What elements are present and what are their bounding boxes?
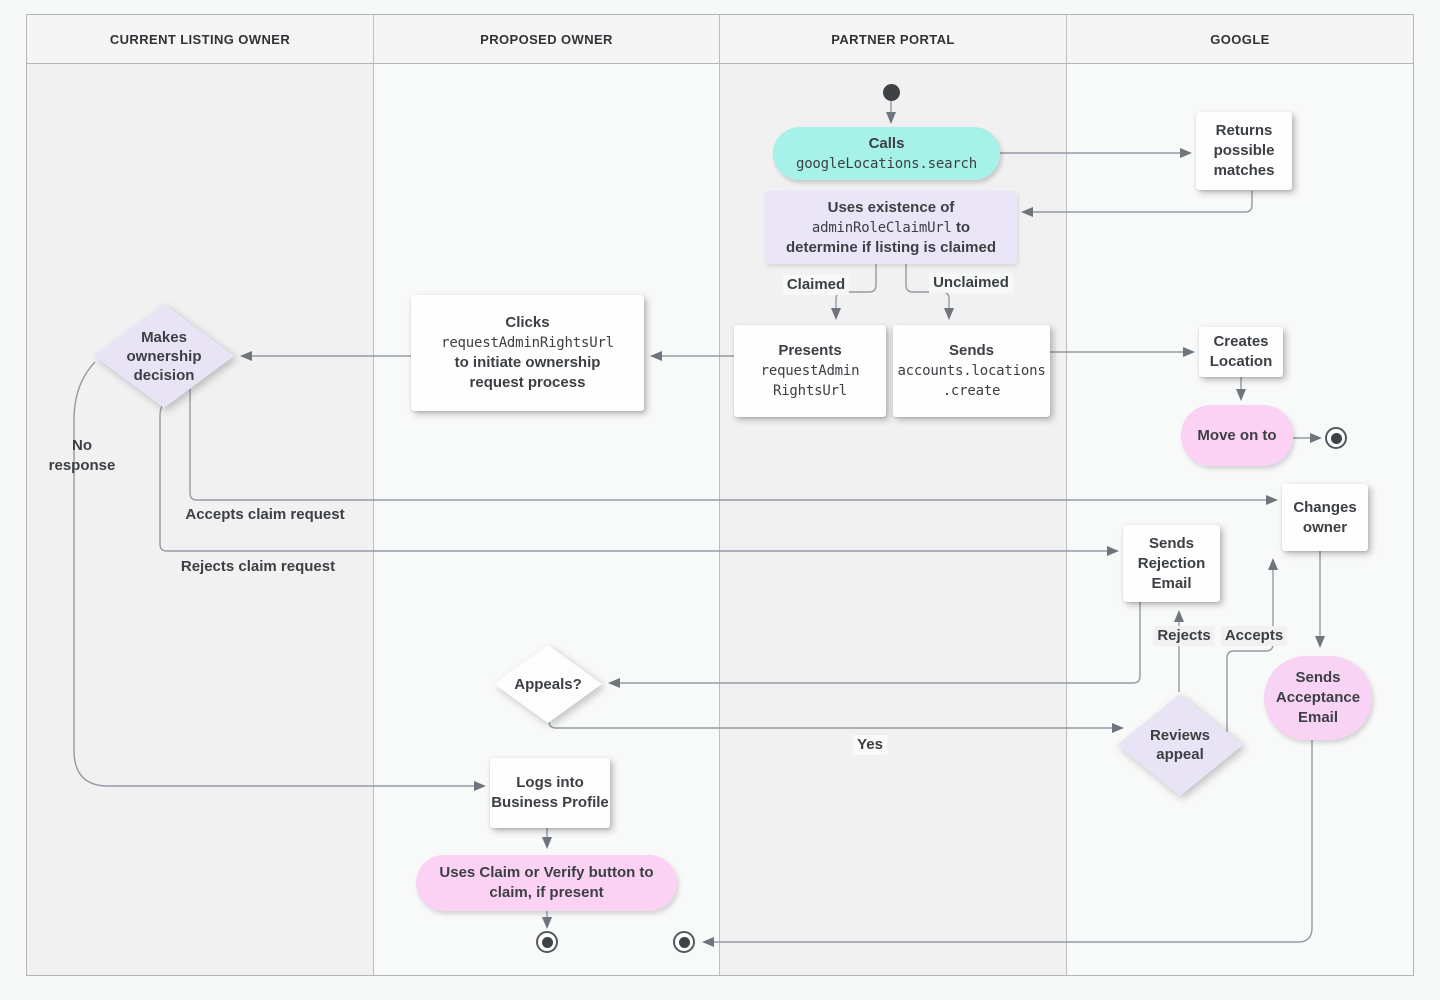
node-creates-location: Creates Location xyxy=(1199,327,1283,377)
node-label: Uses Claim or Verify button to claim, if… xyxy=(439,864,654,901)
edge-label-accepts-claim-request: Accepts claim request xyxy=(185,506,345,523)
node-label: Creates Location xyxy=(1209,333,1273,370)
node-line: adminRoleClaimUrl to xyxy=(812,218,970,238)
node-code: googleLocations.search xyxy=(795,155,978,172)
node-code: requestAdmin xyxy=(760,363,860,379)
swimlane-current-listing-owner: CURRENT LISTING OWNER xyxy=(27,15,374,975)
node-code: accounts.locations xyxy=(897,363,1046,379)
node-label: Makes ownership decision xyxy=(126,328,202,384)
edge-label-no-response: No response xyxy=(48,437,116,474)
node-line: Uses existence of xyxy=(827,198,955,216)
lane-body-proposed-owner xyxy=(374,64,719,975)
node-code: RightsUrl xyxy=(772,383,848,399)
node-appeals-decision: Appeals? xyxy=(494,645,602,723)
edge-label-rejects: Rejects xyxy=(1153,626,1215,646)
node-sends-accounts-locations-create: Sends accounts.locations .create xyxy=(893,325,1050,417)
node-reviews-appeal: Reviews appeal xyxy=(1117,694,1243,796)
node-line: to initiate ownership xyxy=(454,354,601,371)
edge-label-accepts: Accepts xyxy=(1220,626,1288,646)
node-code: requestAdminRightsUrl xyxy=(441,335,614,351)
lane-header-partner-portal: PARTNER PORTAL xyxy=(720,15,1066,64)
node-title: Presents xyxy=(778,342,842,359)
node-move-on-to: Move on to xyxy=(1181,405,1293,466)
node-line: determine if listing is claimed xyxy=(785,238,997,256)
node-label: Sends Acceptance Email xyxy=(1275,669,1361,726)
node-code: .create xyxy=(942,383,1001,399)
end-node-move-on xyxy=(1325,427,1347,449)
node-title: Calls xyxy=(868,134,905,152)
node-uses-existence: Uses existence of adminRoleClaimUrl to d… xyxy=(765,191,1017,264)
end-node-inner-dot xyxy=(1330,432,1342,444)
node-returns-possible-matches: Returns possible matches xyxy=(1196,112,1292,190)
end-node-acceptance xyxy=(673,931,695,953)
edge-label-claimed: Claimed xyxy=(782,275,850,295)
node-sends-acceptance-email: Sends Acceptance Email xyxy=(1264,656,1372,740)
node-changes-owner: Changes owner xyxy=(1282,484,1368,551)
node-label: Reviews appeal xyxy=(1149,727,1211,763)
lane-header-current-listing-owner: CURRENT LISTING OWNER xyxy=(27,15,373,64)
end-node-inner-dot xyxy=(678,936,690,948)
swimlane-proposed-owner: PROPOSED OWNER xyxy=(374,15,720,975)
node-makes-ownership-decision: Makes ownership decision xyxy=(94,304,234,408)
node-label: Sends Rejection Email xyxy=(1137,534,1206,592)
node-sends-rejection-email: Sends Rejection Email xyxy=(1123,525,1220,602)
node-line: request process xyxy=(469,374,586,391)
node-clicks-request-admin-rights-url: Clicks requestAdminRightsUrl to initiate… xyxy=(411,295,644,411)
node-label: Move on to xyxy=(1197,426,1277,444)
edge-label-unclaimed: Unclaimed xyxy=(929,273,1013,293)
node-title: Clicks xyxy=(505,314,550,331)
node-calls-googlelocations-search: Calls googleLocations.search xyxy=(773,127,1000,180)
edge-label-rejects-claim-request: Rejects claim request xyxy=(180,558,336,575)
node-label: Changes owner xyxy=(1293,498,1357,536)
lane-header-proposed-owner: PROPOSED OWNER xyxy=(374,15,719,64)
node-presents-request-admin-rights-url: Presents requestAdmin RightsUrl xyxy=(734,325,886,417)
node-title: Sends xyxy=(948,342,994,359)
node-logs-into-business-profile: Logs into Business Profile xyxy=(490,758,610,828)
end-node-claim xyxy=(536,931,558,953)
end-node-inner-dot xyxy=(541,936,553,948)
start-node xyxy=(883,84,900,101)
node-label: Logs into Business Profile xyxy=(491,774,609,811)
node-uses-claim-or-verify-button: Uses Claim or Verify button to claim, if… xyxy=(416,855,677,911)
edge-label-yes: Yes xyxy=(853,735,887,755)
node-code: adminRoleClaimUrl xyxy=(811,219,952,236)
node-label: Appeals? xyxy=(514,675,582,693)
lane-header-google: GOOGLE xyxy=(1067,15,1413,64)
node-label: Returns possible matches xyxy=(1213,122,1275,179)
node-text: to xyxy=(955,218,971,236)
